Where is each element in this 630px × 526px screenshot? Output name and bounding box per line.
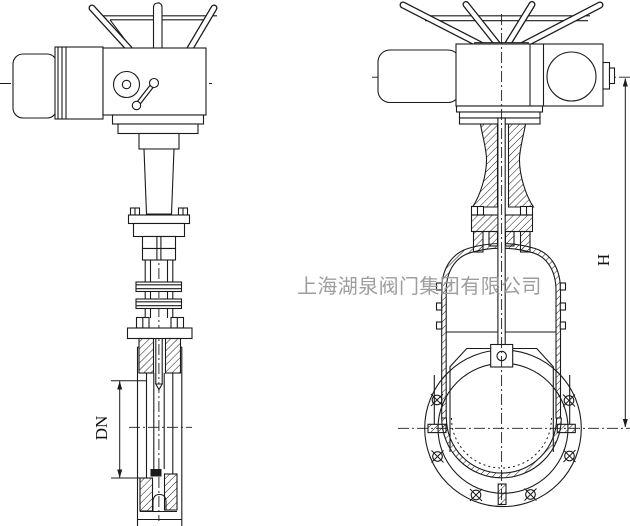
- bolt-holes: [430, 393, 576, 502]
- left-handwheel: [88, 2, 218, 56]
- body-dome-wall: [441, 242, 562, 419]
- handwheel-stem: [152, 2, 163, 50]
- right-actuator: [377, 43, 616, 125]
- dn-label: DN: [92, 416, 111, 441]
- stem-ring-lower: [135, 298, 183, 310]
- gland-stud-left: [472, 230, 484, 253]
- left-actuator: [12, 46, 207, 135]
- body-u-wall: [441, 417, 562, 479]
- h-dimension: H: [594, 78, 628, 428]
- yoke-wall-right: [507, 123, 535, 208]
- motor-housing: [377, 49, 461, 104]
- handwheel-spokes: [399, 1, 604, 48]
- motor-flange: [54, 46, 104, 120]
- base-step2: [458, 111, 541, 119]
- left-valve-body: [136, 337, 183, 526]
- right-yoke: [470, 123, 535, 253]
- stem-coupling: [141, 235, 177, 261]
- bonnet-section-right: [164, 337, 182, 374]
- base-step1: [455, 105, 544, 113]
- handwheel-boss: [546, 51, 597, 102]
- gate-plate: [449, 347, 554, 452]
- yoke-wall-left: [471, 123, 499, 208]
- right-view: H: [372, 1, 630, 508]
- gland-flange: [126, 316, 193, 340]
- declutch-lever: [131, 77, 160, 111]
- stem-ring-upper: [135, 281, 183, 293]
- left-stem-assembly: [126, 260, 193, 340]
- h-label: H: [594, 254, 613, 266]
- gland-stud-right: [519, 230, 531, 253]
- body-bottom-right: [163, 473, 178, 511]
- actuator-base-step1: [111, 114, 205, 125]
- watermark-text: 上海湖泉阀门集团有限公司: [297, 276, 542, 298]
- wall-ribs: [435, 282, 567, 330]
- body-bottom-left: [139, 477, 154, 512]
- right-flange: [424, 349, 582, 508]
- right-gate-assembly: [449, 14, 554, 506]
- dn-dimension: DN: [92, 380, 147, 479]
- yoke-cap: [138, 132, 180, 150]
- seat-port: [152, 493, 167, 512]
- bonnet-section-left: [138, 337, 155, 374]
- guide-lug-left: [427, 423, 447, 434]
- handwheel-spoke-left: [88, 4, 133, 52]
- guide-lug-right: [556, 423, 576, 434]
- seat-block: [150, 469, 162, 477]
- left-yoke: [127, 132, 191, 261]
- bottom-drain-lug: [497, 483, 507, 506]
- motor-cap: [12, 53, 58, 119]
- actuator-base-step2: [117, 123, 199, 135]
- yoke-flange: [127, 207, 191, 238]
- left-view: DN: [0, 2, 218, 526]
- handwheel-spoke-right: [186, 4, 218, 52]
- side-shaft-end: [602, 61, 616, 90]
- knife-gate-blade: [154, 338, 164, 391]
- yoke-column: [143, 148, 175, 215]
